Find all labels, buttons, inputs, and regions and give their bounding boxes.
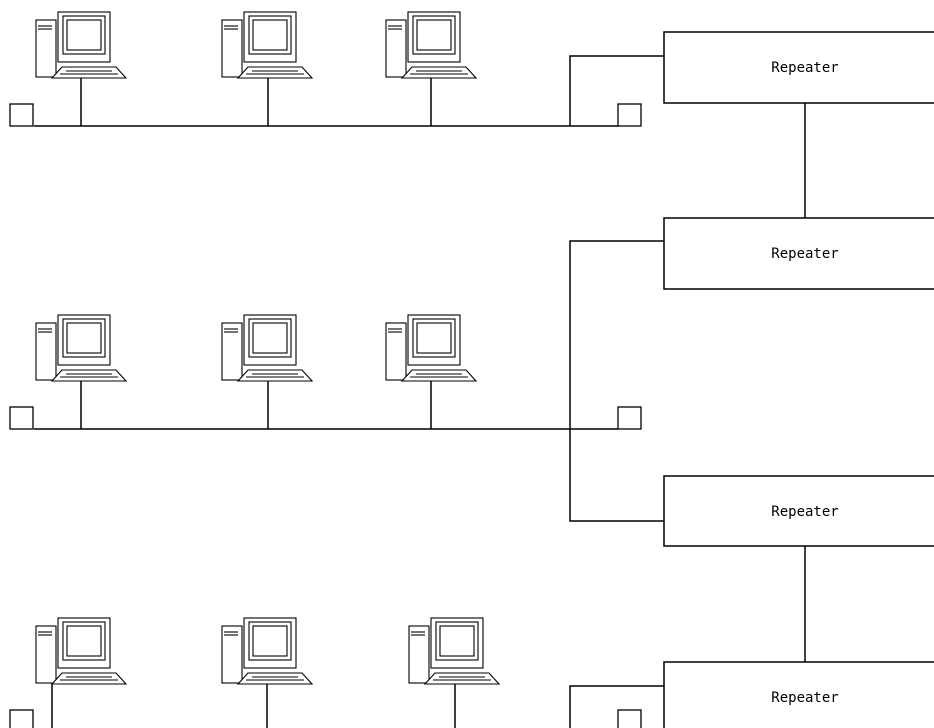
segment-2 [9, 240, 664, 522]
segment-1 [9, 55, 664, 127]
desktop-computer-icon [35, 11, 128, 79]
repeater-label: Repeater [771, 504, 838, 520]
repeater-1: Repeater [663, 31, 934, 104]
desktop-computer-icon [221, 617, 314, 685]
repeater-4: Repeater [663, 661, 934, 728]
repeater-label: Repeater [771, 690, 838, 706]
terminator-right [617, 709, 642, 728]
desktop-computer-icon [35, 314, 128, 382]
desktop-computer-icon [35, 617, 128, 685]
desktop-computer-icon [408, 617, 501, 685]
desktop-computer-icon [385, 11, 478, 79]
terminator-left [9, 709, 34, 728]
segment-2-repeater-link [569, 240, 664, 522]
desktop-computer-icon [385, 314, 478, 382]
terminator-right [617, 103, 642, 127]
segment-3-repeater-link [569, 685, 664, 728]
desktop-computer-icon [221, 11, 314, 79]
desktop-computer-icon [221, 314, 314, 382]
segment-3 [9, 684, 664, 728]
repeater-3: Repeater [663, 475, 934, 547]
segment-1-repeater-link [569, 55, 664, 126]
repeater-2: Repeater [663, 217, 934, 290]
terminator-left [9, 406, 34, 430]
terminator-left [9, 103, 34, 127]
repeater-label: Repeater [771, 60, 838, 76]
repeater-label: Repeater [771, 246, 838, 262]
terminator-right [617, 406, 642, 430]
